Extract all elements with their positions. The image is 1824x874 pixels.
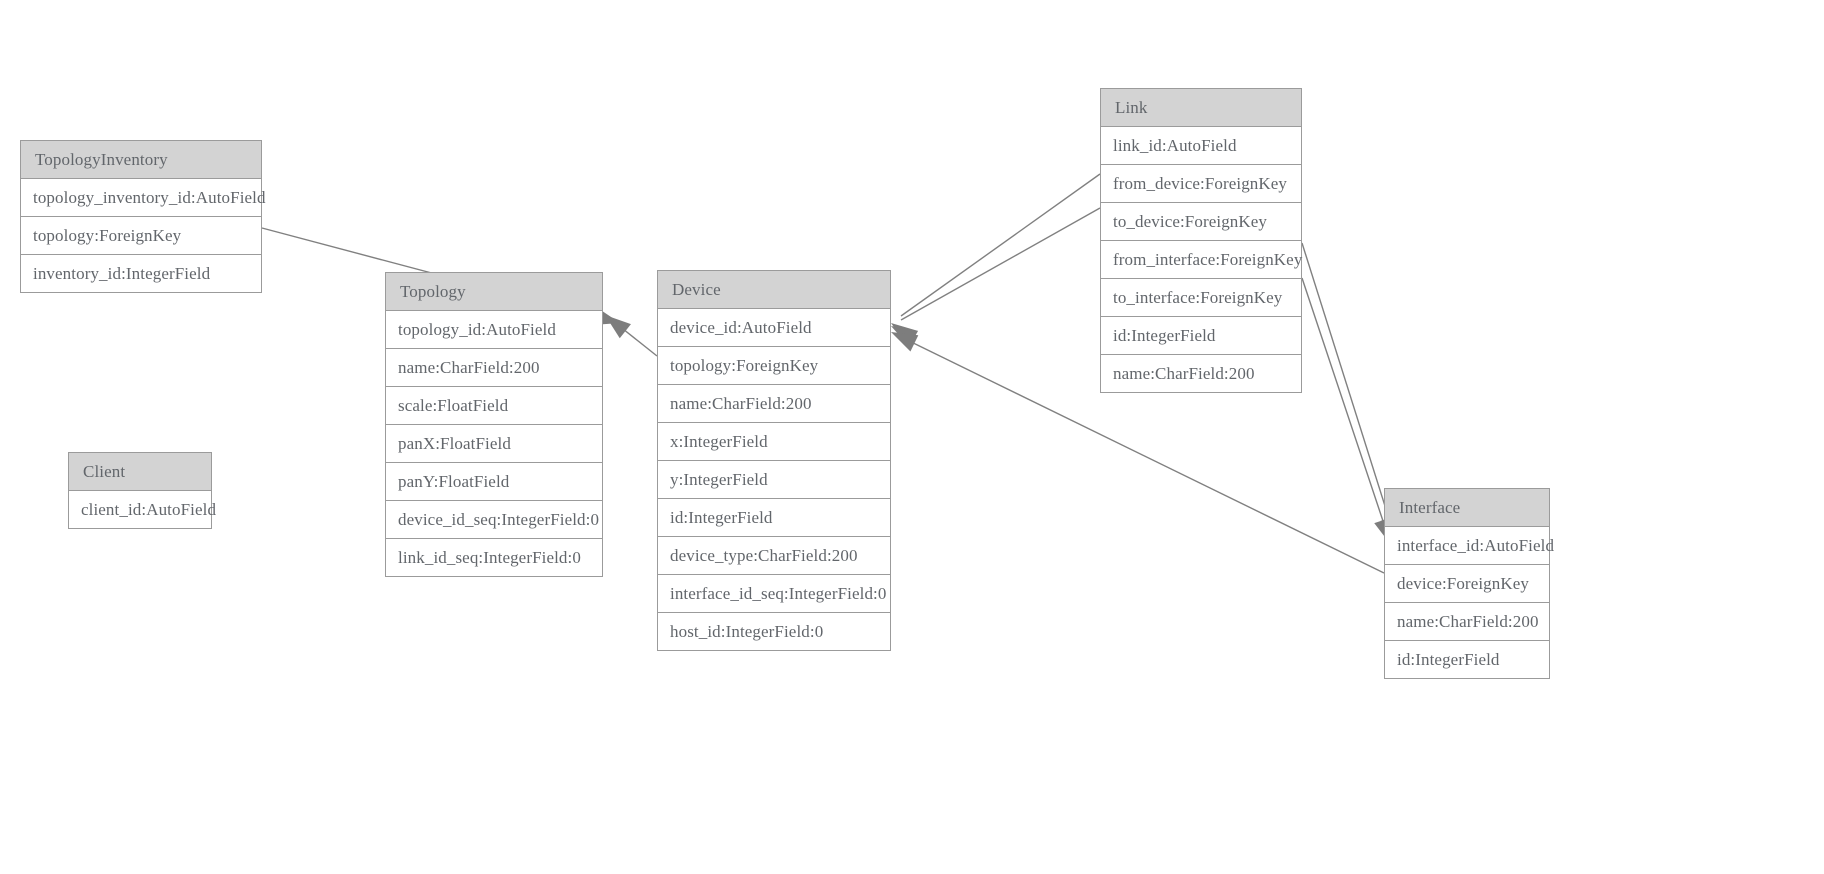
entity-field-row: name:CharField:200 — [1101, 355, 1301, 392]
entity-field-row: inventory_id:IntegerField — [21, 255, 261, 292]
entity-field-row: client_id:AutoField — [69, 491, 216, 528]
entity-title-link: Link — [1101, 89, 1301, 127]
edge-arrowhead — [891, 332, 919, 352]
entity-field-row: y:IntegerField — [658, 461, 890, 499]
entity-field-row: panY:FloatField — [386, 463, 602, 501]
entity-field-row: topology_inventory_id:AutoField — [21, 179, 265, 217]
entity-field-row: name:CharField:200 — [1385, 603, 1549, 641]
entity-field-row: link_id_seq:IntegerField:0 — [386, 539, 602, 576]
entity-field-row: x:IntegerField — [658, 423, 890, 461]
entity-field-row: topology:ForeignKey — [658, 347, 890, 385]
entity-field-row: panX:FloatField — [386, 425, 602, 463]
edge-arrowhead — [605, 315, 631, 339]
edge-arrowhead — [891, 326, 919, 347]
entity-field-row: device_id_seq:IntegerField:0 — [386, 501, 602, 539]
entity-title-interface: Interface — [1385, 489, 1549, 527]
entity-field-row: name:CharField:200 — [386, 349, 602, 387]
entity-field-row: name:CharField:200 — [658, 385, 890, 423]
entity-field-row: from_interface:ForeignKey — [1101, 241, 1302, 279]
entity-field-row: id:IntegerField — [1385, 641, 1549, 678]
entity-field-row: scale:FloatField — [386, 387, 602, 425]
entity-field-row: host_id:IntegerField:0 — [658, 613, 890, 650]
entity-field-row: interface_id_seq:IntegerField:0 — [658, 575, 890, 613]
entity-field-row: device_id:AutoField — [658, 309, 890, 347]
entity-field-row: device:ForeignKey — [1385, 565, 1549, 603]
entity-field-row: id:IntegerField — [1101, 317, 1301, 355]
entity-field-row: device_type:CharField:200 — [658, 537, 890, 575]
entity-field-row: to_interface:ForeignKey — [1101, 279, 1301, 317]
entity-field-row: topology_id:AutoField — [386, 311, 602, 349]
entity-title-topologyinventory: TopologyInventory — [21, 141, 261, 179]
entity-title-client: Client — [69, 453, 211, 491]
entity-field-row: from_device:ForeignKey — [1101, 165, 1301, 203]
entity-field-row: to_device:ForeignKey — [1101, 203, 1301, 241]
entity-field-row: id:IntegerField — [658, 499, 890, 537]
entity-title-topology: Topology — [386, 273, 602, 311]
relationship-edge-link-from-device-to-device — [891, 173, 1101, 346]
entity-title-device: Device — [658, 271, 890, 309]
entity-field-row: topology:ForeignKey — [21, 217, 261, 255]
relationship-edge-link-to-device-to-device — [891, 207, 1101, 347]
entity-field-row: interface_id:AutoField — [1385, 527, 1554, 565]
entity-field-row: link_id:AutoField — [1101, 127, 1301, 165]
relationship-edge-device-to-topology — [605, 315, 658, 357]
